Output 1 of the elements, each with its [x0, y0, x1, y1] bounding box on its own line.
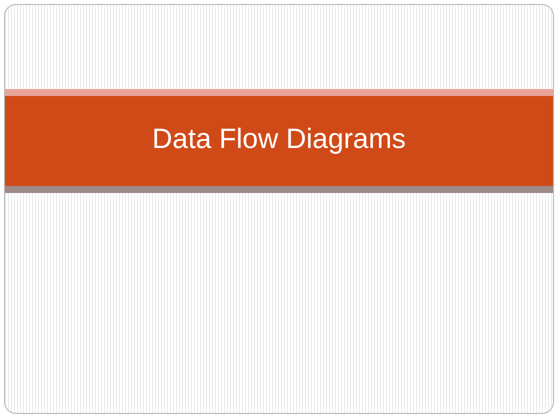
slide-title: Data Flow Diagrams — [151, 123, 407, 155]
